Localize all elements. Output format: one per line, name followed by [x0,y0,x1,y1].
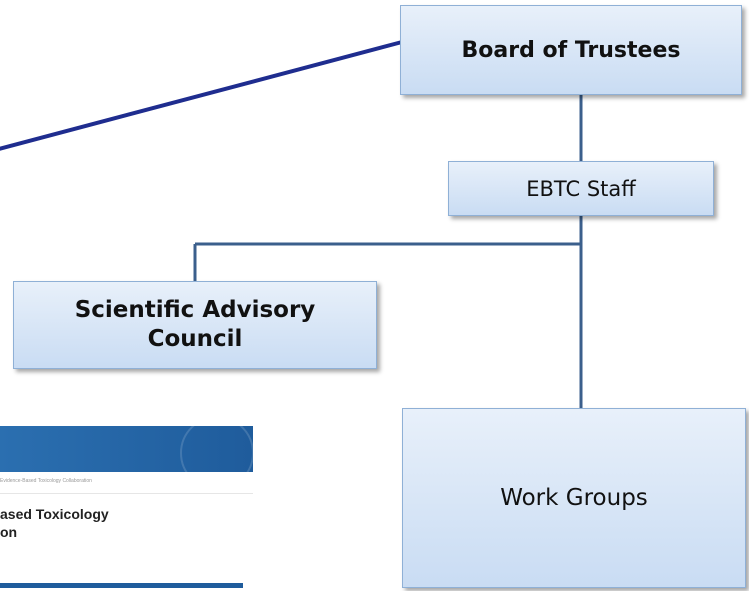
node-ebtc-staff: EBTC Staff [448,161,714,216]
thumbnail-title-line-2: on [0,523,18,540]
node-label: Board of Trustees [461,37,681,63]
thumbnail-title: ased Toxicology on [0,506,253,541]
pointer-line [0,40,403,151]
node-label-line-1: Scientific Advisory [74,296,316,323]
thumbnail-header-text: Evidence-Based Toxicology Collaboration [0,478,92,484]
website-thumbnail: Evidence-Based Toxicology Collaboration … [0,426,253,588]
node-work-groups: Work Groups [402,408,746,588]
thumbnail-bottom-bar [0,583,243,588]
node-scientific-advisory-council: Scientific Advisory Council [13,281,377,369]
thumbnail-title-line-1: ased Toxicology [0,506,109,522]
node-label: Work Groups [500,485,648,511]
node-board-of-trustees: Board of Trustees [400,5,742,95]
node-label: EBTC Staff [526,176,636,201]
thumbnail-banner [0,426,253,490]
thumbnail-header-strip [0,472,253,494]
node-label-line-2: Council [147,326,243,352]
